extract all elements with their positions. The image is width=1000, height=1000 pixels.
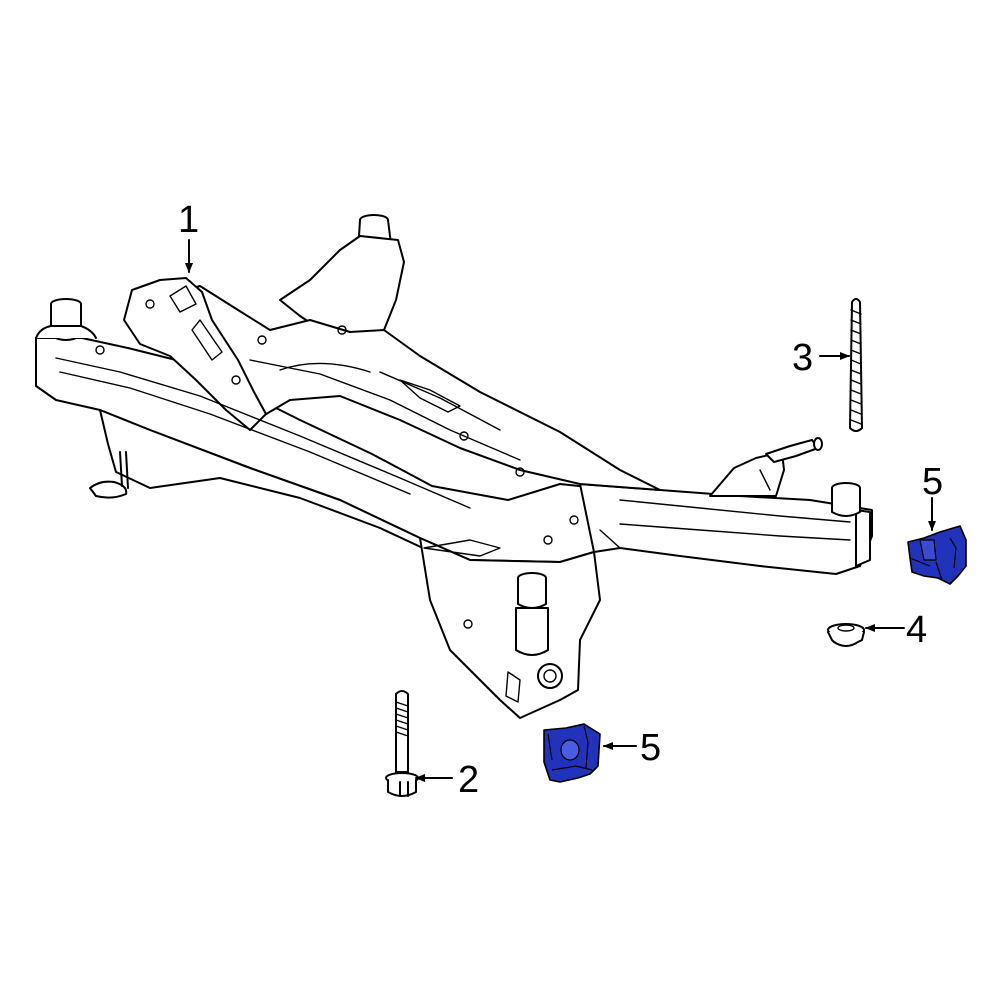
bushing-part-5-right[interactable] [907, 525, 967, 585]
callout-label-2: 2 [458, 759, 479, 801]
bushing-part-5-bottom[interactable] [543, 723, 601, 783]
callout-label-4: 4 [906, 609, 927, 651]
bolt-part-2[interactable] [385, 690, 419, 797]
nut-part-4[interactable] [827, 623, 865, 647]
stud-part-3[interactable] [849, 298, 863, 432]
callout-label-5a: 5 [922, 461, 943, 503]
callout-label-5b: 5 [640, 727, 661, 769]
crossmember-part-1[interactable] [35, 214, 873, 719]
callout-label-3: 3 [792, 337, 813, 379]
callout-label-1: 1 [178, 199, 199, 241]
